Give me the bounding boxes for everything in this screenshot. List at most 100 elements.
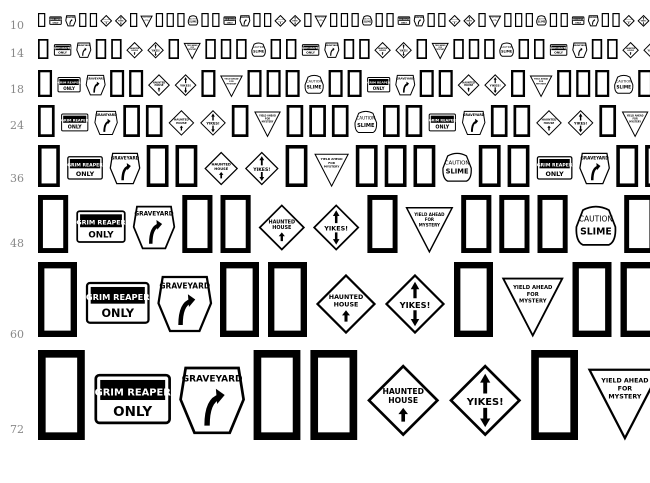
yikes-sign: YIKES! [200,110,226,136]
notdef-box [146,144,169,188]
notdef-box [351,13,359,28]
grim-reaper-sign-band [430,115,454,123]
up-arrow-icon [154,44,157,49]
grim-reaper-line2: ONLY [401,22,408,24]
haunted-house-sign-panel [367,364,440,437]
down-arrow-icon [332,232,340,245]
notdef-box [453,39,464,59]
haunted-house-sign-panel [100,14,113,27]
notdef-box [264,13,272,28]
notdef-box [383,105,400,138]
graveyard-sign: GRAVEYARD [76,42,92,58]
grim-reaper-line2: ONLY [306,51,316,55]
graveyard-sign: GRAVEYARD [461,110,486,135]
notdef-box-outline [264,13,272,28]
notdef-box [231,105,249,138]
turn-arrow-head-icon [593,19,596,22]
notdef-box [343,39,355,59]
notdef-box-outline [359,39,370,59]
caution-line2: SLIME [616,84,631,90]
yield-line1: YIELD AHEAD [258,115,276,118]
caution-line2: SLIME [357,123,375,129]
yield-line3: MYSTERY [437,49,445,51]
notdef-box [38,105,55,138]
notdef-box-outline [620,262,650,337]
notdef-box-outline [285,144,308,188]
notdef-box [285,144,308,188]
caution-slime-sign-panel [187,15,199,26]
yikes-label: YIKES! [465,21,472,23]
notdef-box [591,39,603,59]
notdef-box-outline [351,13,359,28]
size-label-24: 24 [10,119,24,132]
notdef-box-outline [110,70,125,97]
yield-line3: MYSTERY [519,299,547,305]
haunted-house-sign-panel [315,273,377,335]
down-arrow-icon [211,125,215,133]
notdef-box-outline [612,13,620,28]
down-arrow-icon [184,87,188,94]
notdef-box-outline [454,262,493,337]
yikes-sign-panel [174,74,197,97]
haunted-line1: HAUNTED [153,81,165,84]
notdef-box [484,39,495,59]
notdef-box-outline [607,39,618,59]
notdef-box-outline [461,194,492,253]
caution-slime-sign-panel [575,205,617,246]
notdef-box-outline [201,70,216,97]
yikes-sign: YIKES! [174,74,197,97]
yikes-label: YIKES! [323,225,348,233]
grim-reaper-line1: GRIM REAPER [67,162,103,168]
yikes-label: YIKES! [399,49,408,52]
yikes-sign-panel [312,204,360,251]
notdef-box [638,70,650,97]
notdef-box [182,194,213,253]
turn-arrow-head-icon [187,294,196,307]
size-label-18: 18 [10,83,24,96]
notdef-box-outline [507,144,530,188]
turn-arrow-head-icon [406,81,410,87]
grim-reaper-sign-band [303,45,318,51]
size-label-48: 48 [10,237,24,250]
notdef-box-outline [146,144,169,188]
notdef-box [576,70,591,97]
notdef-box-outline [375,13,383,28]
notdef-box [624,194,650,253]
notdef-box-outline [419,70,434,97]
notdef-box [310,350,358,440]
notdef-box-outline [624,194,650,253]
caution-slime-sign-panel [499,42,514,57]
notdef-box-outline [145,105,163,138]
notdef-box-outline [270,39,282,59]
grim-reaper-line2: ONLY [554,51,564,55]
up-arrow-icon [547,125,551,131]
notdef-box-outline [355,144,378,188]
graveyard-sign: GRAVEYARD [324,42,340,58]
graveyard-sign: GRAVEYARD [239,15,250,27]
notdef-box-outline [37,144,60,188]
yield-line2: FOR [229,81,234,83]
caution-line1: CAUTION [189,17,198,20]
caution-line2: SLIME [538,21,546,24]
yield-sign-panel [621,111,649,138]
notdef-box-outline [205,39,216,59]
haunted-line1: HAUNTED [462,81,474,84]
graveyard-sign: GRAVEYARD [179,366,245,435]
notdef-box-outline [266,70,281,97]
notdef-box-outline [438,70,453,97]
yikes-sign-panel [449,364,522,437]
up-arrow-icon [578,113,583,121]
grim-reaper-line1: GRIM REAPER [95,388,172,399]
yield-line1: YIELD AHEAD [223,79,238,81]
grim-reaper-line2: ONLY [575,22,582,24]
